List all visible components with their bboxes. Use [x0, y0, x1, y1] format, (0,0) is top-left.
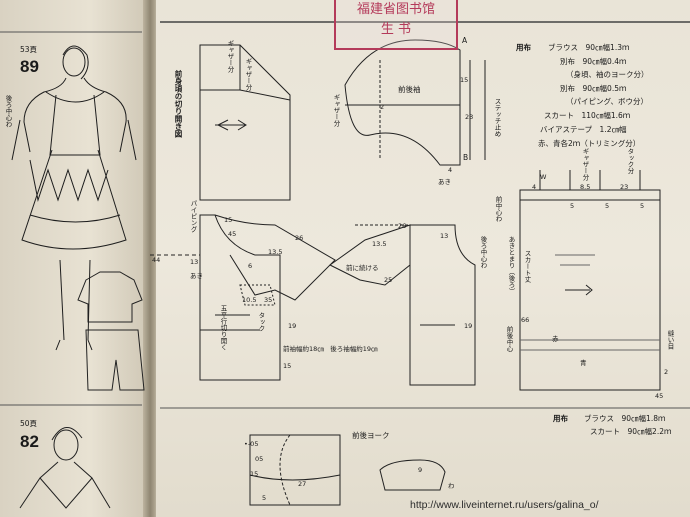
label-ake2: あき — [190, 272, 203, 280]
yoke-draft-82 — [249, 434, 446, 506]
label-stitch: ステッチ止め — [493, 98, 501, 137]
materials-82-row-2: スカート 90㎝幅2.2ｍ — [590, 427, 672, 436]
label-2b: 2 — [664, 368, 669, 376]
label-45: 45 — [228, 230, 237, 238]
materials-89-title: 用布 — [516, 43, 531, 52]
stamp-line-1: 福建省图书馆 — [356, 2, 435, 17]
label-2: 2 — [380, 103, 385, 111]
bodice-draft — [150, 214, 476, 386]
label-tuck: タック — [257, 312, 265, 332]
label-piping: パイピング — [189, 200, 197, 233]
library-stamp: 福建省图书馆 生 书 — [334, 0, 458, 50]
front-bodice-cut-diagram — [199, 44, 291, 201]
watermark: http://www.liveinternet.ru/users/galina_… — [410, 499, 599, 511]
label-44: 44 — [152, 256, 161, 264]
label-front-back-center: 前後中心 — [505, 326, 513, 352]
materials-89-row-8: 赤、青各2ｍ（トリミング分） — [538, 139, 641, 148]
label-b: B — [463, 153, 469, 162]
label-a: A — [462, 36, 468, 45]
label-4b: 4 — [532, 183, 537, 191]
label-6: 6 — [248, 262, 253, 270]
materials-82-title: 用布 — [553, 414, 568, 423]
materials-82-row-1: ブラウス 90㎝幅1.8ｍ — [584, 414, 666, 423]
label-gather-3: ギャザー分 — [332, 94, 340, 127]
label-135b: 13.5 — [372, 240, 387, 248]
shorts-thumbnail — [85, 329, 145, 391]
book-gutter — [143, 0, 159, 517]
label-front-center: 前中心わ — [494, 196, 502, 222]
materials-89-row-7: バイアステープ 1.2㎝幅 — [540, 125, 627, 134]
label-13a: 13 — [190, 258, 199, 266]
label-blue: 青 — [580, 359, 587, 367]
pattern-number-89: 89 — [20, 57, 39, 76]
label-4: 4 — [448, 166, 453, 174]
label-135a: 13.5 — [268, 248, 283, 256]
stamp-line-2: 生 书 — [380, 22, 412, 37]
label-35: 35 — [264, 296, 273, 304]
label-45b: 45 — [655, 392, 664, 400]
label-15a: 15 — [460, 76, 469, 84]
label-ake: あき — [438, 178, 451, 186]
label-gather-1: ギャザー分 — [226, 40, 234, 73]
materials-89-row-2: 別布 90㎝幅0.4ｍ — [560, 57, 627, 66]
label-05a: •-05 — [244, 440, 259, 448]
materials-89-row-4: 別布 90㎝幅0.5ｍ — [560, 84, 627, 93]
right-page — [156, 0, 690, 517]
label-gather-2: ギャザー分 — [244, 58, 252, 91]
label-15b: 15 — [224, 216, 233, 224]
page-ref-89: 53頁 — [20, 45, 38, 54]
label-5c: 5 — [640, 202, 645, 210]
figure-sketch-82 — [19, 427, 111, 509]
label-66: 66 — [521, 316, 530, 324]
materials-89-row-6: スカート 110㎝幅1.6ｍ — [544, 111, 631, 120]
materials-89-row-1: ブラウス 90㎝幅1.3ｍ — [548, 43, 630, 52]
label-19b: 19 — [464, 322, 473, 330]
label-25: 25 — [384, 276, 393, 284]
label-9: 9 — [418, 466, 423, 474]
label-23: 23 — [465, 113, 474, 121]
label-sleeve: 前後袖 — [398, 85, 421, 94]
label-23b: 23 — [620, 183, 629, 191]
label-27: 27 — [298, 480, 307, 488]
front-back-sleeve — [344, 39, 486, 166]
label-105: 10.5 — [242, 296, 257, 304]
label-15d: 15 — [250, 470, 259, 478]
skirt-draft — [519, 170, 661, 391]
label-trim-note: 縫い目 — [666, 330, 674, 350]
pattern-number-82: 82 — [20, 432, 39, 451]
materials-89-row-5: （パイピング、ボウ分） — [566, 97, 648, 106]
label-05b: 05 — [255, 455, 264, 463]
label-sleeve-width: 前袖幅約18㎝ 後ろ袖幅約19㎝ — [283, 345, 378, 353]
label-26a: 26 — [295, 234, 304, 242]
label-wa: わ — [448, 482, 455, 490]
label-19a: 19 — [288, 322, 297, 330]
label-back-opening: あきとまり（後ろ） — [507, 236, 515, 295]
label-yoke: 前後ヨーク — [352, 431, 390, 440]
label-skirt-length: スカート丈 — [523, 250, 531, 283]
label-front-cut: 前身頃の切り開き図 — [174, 70, 183, 138]
page-ref-82: 50頁 — [20, 419, 38, 428]
label-15c: 15 — [283, 362, 292, 370]
label-red: 赤 — [552, 335, 559, 343]
label-tuck-2: タック分 — [626, 148, 634, 174]
label-26b: 26 — [398, 222, 407, 230]
label-5d: 5 — [262, 494, 267, 502]
blouse-thumbnail — [77, 271, 143, 323]
label-85: 8.5 — [580, 183, 591, 191]
label-5b: 5 — [605, 202, 610, 210]
label-w: W — [540, 173, 547, 181]
label-gather-4: ギャザー分 — [581, 148, 589, 181]
label-front-line: 五平行切り開く — [219, 305, 227, 351]
materials-89-row-3: （身頃、袖のヨーク分） — [566, 70, 649, 79]
label-13b: 13 — [440, 232, 449, 240]
left-side-note: 後ろ中心わ — [4, 95, 12, 128]
figure-sketch-89 — [11, 45, 137, 351]
label-5a: 5 — [570, 202, 575, 210]
label-back-center: 後ろ中心わ — [479, 236, 487, 269]
label-front-sleeve-note: 前に続ける — [346, 264, 379, 272]
